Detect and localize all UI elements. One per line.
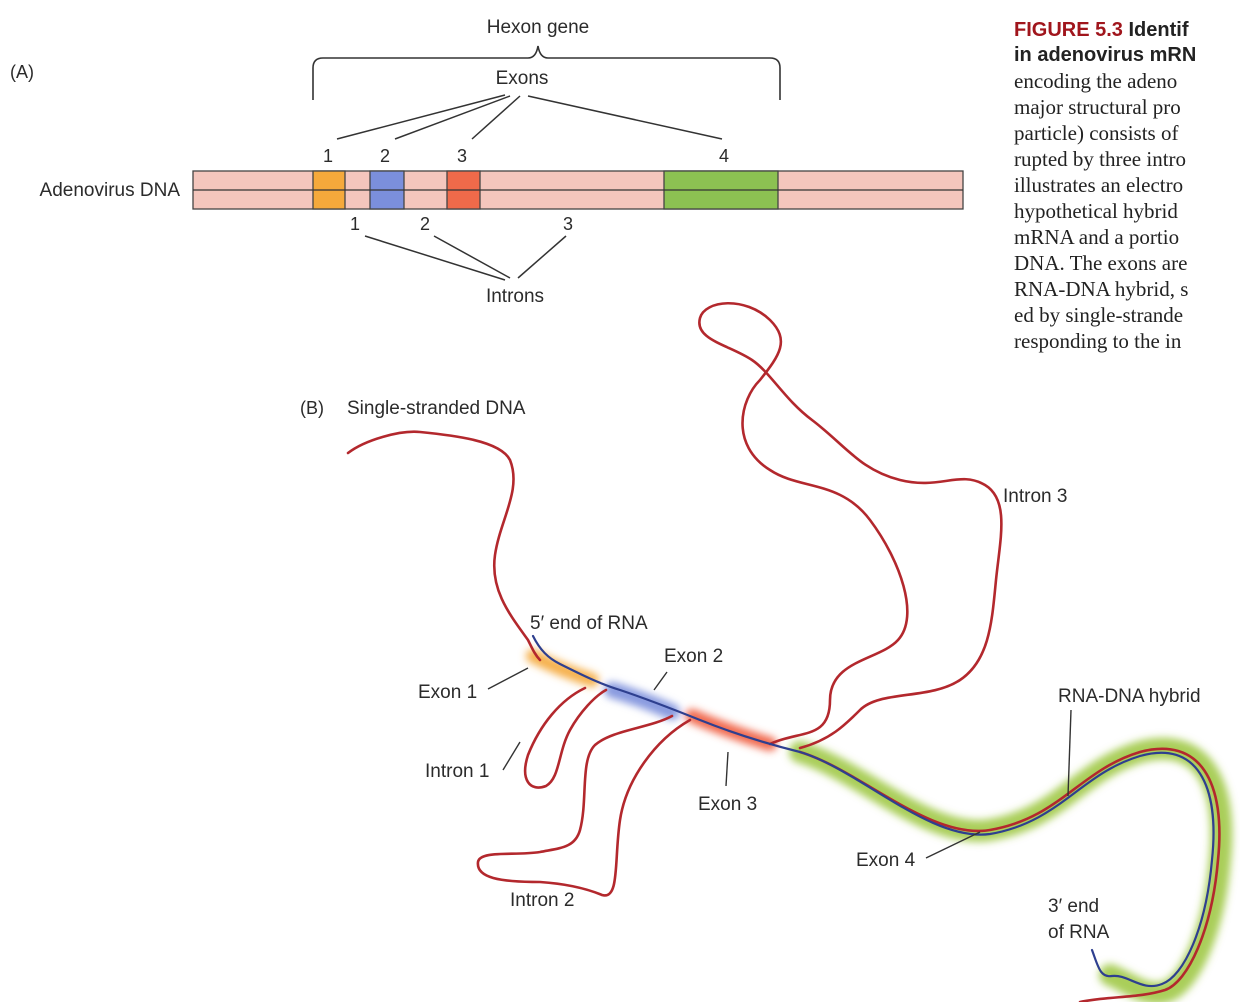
caption-body-line: DNA. The exons are	[1014, 250, 1240, 276]
intron-3-loop	[699, 303, 1001, 748]
intron-3-label: Intron 3	[1003, 486, 1067, 507]
single-stranded-dna-label: Single-stranded DNA	[347, 398, 526, 419]
intron-number-3: 3	[563, 214, 573, 234]
exon-4-label: Exon 4	[856, 850, 916, 871]
panel-b-label: (B)	[300, 398, 324, 418]
exon-1-halo	[533, 656, 592, 680]
caption-figure-number: FIGURE 5.3	[1014, 19, 1123, 41]
exon-number-4: 4	[719, 146, 729, 166]
caption-body-line: particle) consists of	[1014, 120, 1240, 146]
caption-body-line: encoding the adeno	[1014, 68, 1240, 94]
panel-a: (A) Hexon gene Exons 1 2 3 4 Adenovirus …	[10, 17, 963, 307]
hexon-gene-label: Hexon gene	[487, 17, 589, 38]
intron-number-1: 1	[350, 214, 360, 234]
caption-body-line: responding to the in	[1014, 328, 1240, 354]
caption-body-line: major structural pro	[1014, 94, 1240, 120]
exon-2-halo	[612, 690, 672, 712]
exon-number-3: 3	[457, 146, 467, 166]
caption-body-line: RNA-DNA hybrid, s	[1014, 276, 1240, 302]
intron-2-label: Intron 2	[510, 890, 574, 911]
exon-number-1: 1	[323, 146, 333, 166]
three-prime-end-label-line2: of RNA	[1048, 922, 1110, 943]
figure-caption: FIGURE 5.3 Identif in adenovirus mRN enc…	[1014, 18, 1240, 354]
caption-body-line: rupted by three intro	[1014, 146, 1240, 172]
exons-label: Exons	[496, 68, 549, 89]
caption-heading-line1: FIGURE 5.3 Identif	[1014, 18, 1240, 43]
exon-3-label: Exon 3	[698, 794, 757, 815]
caption-body-line: ed by single-strande	[1014, 302, 1240, 328]
five-prime-end-label: 5′ end of RNA	[530, 613, 648, 634]
adenovirus-dna-bar	[193, 171, 963, 209]
caption-body-line: illustrates an electro	[1014, 172, 1240, 198]
caption-body-line: mRNA and a portio	[1014, 224, 1240, 250]
introns-label: Introns	[486, 286, 544, 307]
exon-pointer-lines	[337, 95, 722, 139]
rna-dna-hybrid-label: RNA-DNA hybrid	[1058, 686, 1201, 707]
intron-number-2: 2	[420, 214, 430, 234]
caption-body-line: hypothetical hybrid	[1014, 198, 1240, 224]
caption-title-line1: Identif	[1128, 19, 1188, 41]
three-prime-end-label-line1: 3′ end	[1048, 896, 1099, 917]
adenovirus-dna-label: Adenovirus DNA	[40, 180, 181, 201]
intron-pointer-lines	[365, 236, 566, 280]
intron-1-loop	[525, 688, 606, 788]
caption-title-line2: in adenovirus mRN	[1014, 43, 1240, 68]
dna-5prime-tail	[348, 432, 540, 660]
exon-number-2: 2	[380, 146, 390, 166]
exon-1-label: Exon 1	[418, 682, 477, 703]
panel-b: (B) Single-stranded DNA	[300, 303, 1221, 1002]
intron-1-label: Intron 1	[425, 761, 489, 782]
exon-2-label: Exon 2	[664, 646, 723, 667]
panel-a-label: (A)	[10, 62, 34, 82]
intron-2-loop	[478, 716, 690, 895]
